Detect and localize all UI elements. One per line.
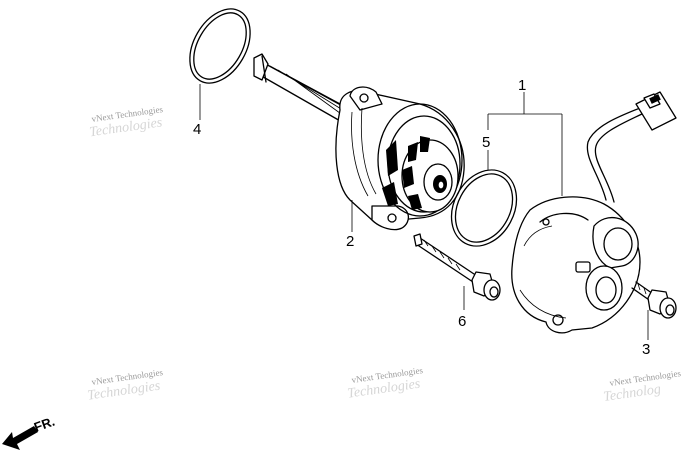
callout-5: 5 [482,134,490,151]
direction-arrow-icon [2,426,38,450]
flange-bolt-short-icon [631,281,677,319]
front-direction-indicator: FR. [2,414,57,450]
watermark-1: Technologies vNext Technologies [88,104,164,140]
direction-label: FR. [32,414,57,435]
flange-bolt-long-icon [413,233,501,301]
watermark-4: Technologies vNext Technologies [346,365,424,402]
callout-bracket-1 [487,92,563,196]
watermark-3: Technologies vNext Technologies [86,367,164,404]
water-pump-body-icon [253,53,465,231]
watermark-5: Technolog vNext Technologies [602,368,682,405]
callout-3: 3 [642,341,650,358]
pump-cover-assembly-icon [511,91,677,334]
callout-6: 6 [458,313,466,330]
callout-4: 4 [193,121,201,138]
callout-2: 2 [346,233,354,250]
o-ring-small-icon [450,169,518,247]
o-ring-large-icon [189,8,251,84]
callout-1: 1 [518,77,526,94]
